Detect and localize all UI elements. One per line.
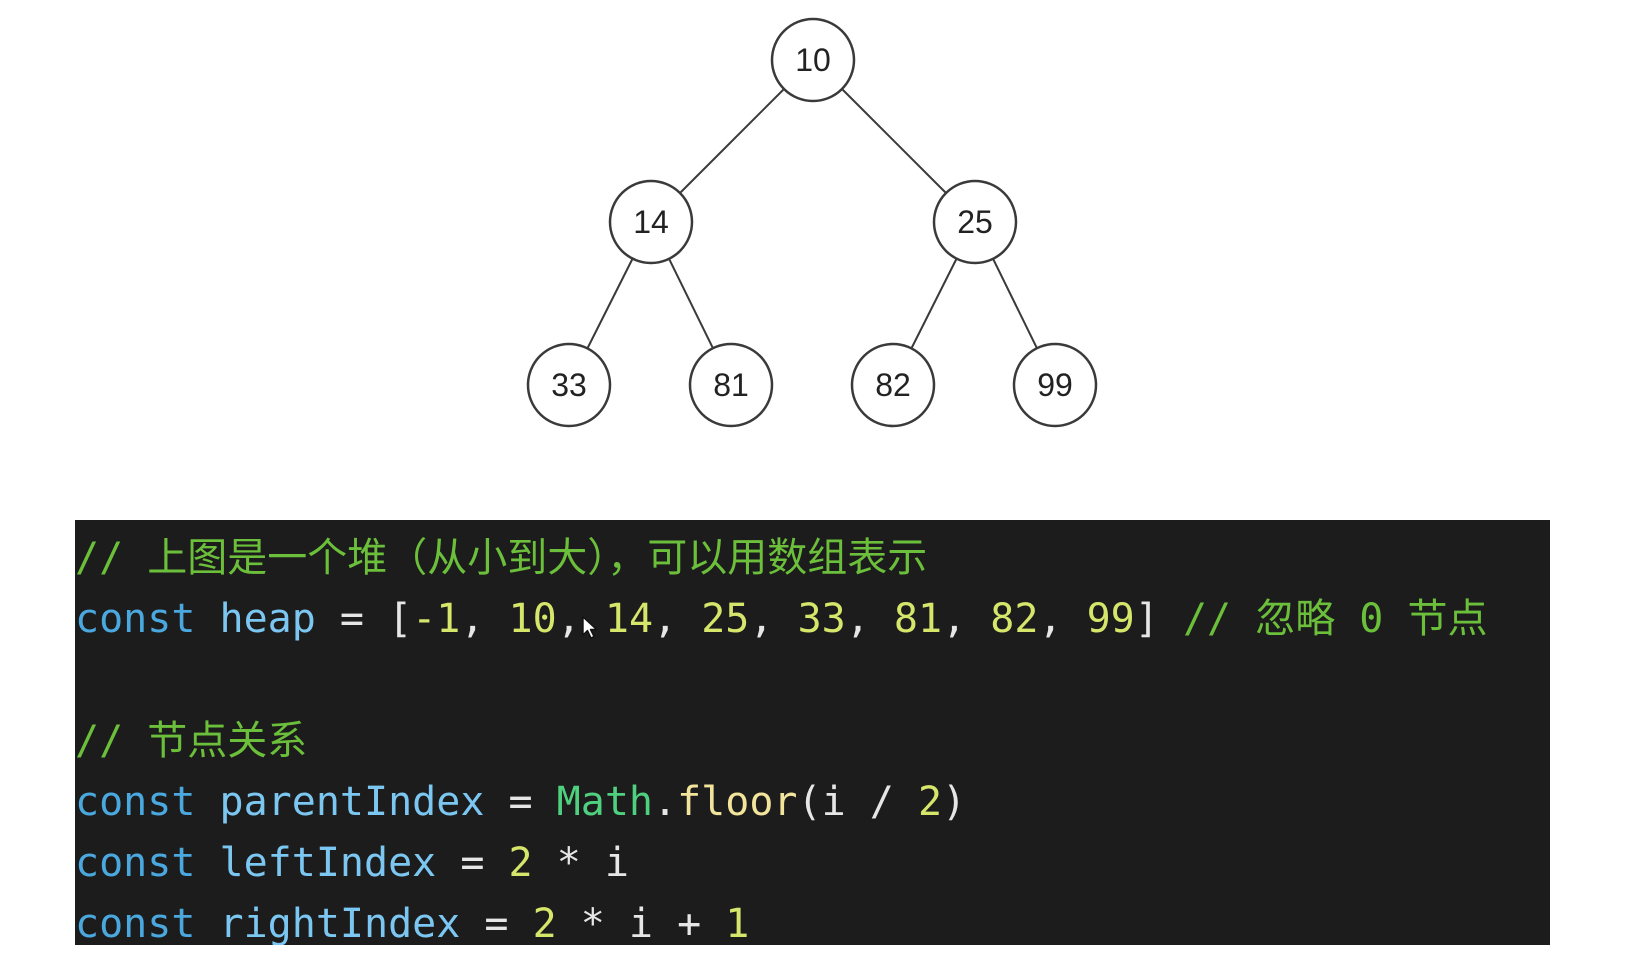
tree-edges	[586, 88, 1038, 349]
code-operator: =	[460, 901, 533, 945]
code-line-right-index: const rightIndex = 2 * i + 1	[75, 894, 1550, 945]
tree-node: 10	[770, 17, 856, 103]
code-number: 2	[532, 901, 557, 945]
code-number: 99	[1086, 596, 1135, 642]
tree-node-label: 99	[1037, 367, 1073, 403]
code-variable-left-index: leftIndex	[219, 840, 437, 886]
tree-node-label: 14	[633, 204, 669, 240]
tree-node: 99	[1012, 342, 1098, 428]
code-separator: ,	[845, 596, 894, 642]
code-number: 81	[893, 596, 943, 642]
code-operator: =	[315, 596, 389, 642]
tree-node-label: 82	[875, 367, 911, 403]
tree-edge	[841, 88, 947, 194]
code-number: 14	[604, 596, 654, 642]
code-line-comment-heap: // 上图是一个堆（从小到大），可以用数组表示	[75, 528, 1550, 589]
tree-edge	[586, 258, 634, 349]
code-number: 1	[725, 901, 750, 945]
tree-node: 14	[608, 179, 694, 265]
mouse-cursor-icon	[582, 616, 598, 639]
tree-node: 25	[932, 179, 1018, 265]
tree-node-label: 10	[795, 42, 831, 78]
code-operator: =	[436, 840, 509, 886]
tree-node-circle	[850, 342, 936, 428]
tree-nodes: 10 14 25 33 81 82 99	[526, 17, 1098, 428]
tree-node-circle	[688, 342, 774, 428]
code-separator: ,	[942, 596, 991, 642]
tree-node-circle	[932, 179, 1018, 265]
code-block: // 上图是一个堆（从小到大），可以用数组表示 const heap = [-1…	[75, 520, 1550, 945]
tree-node-label: 25	[957, 204, 993, 240]
code-separator: ,	[653, 596, 702, 642]
code-keyword: const	[75, 901, 196, 945]
code-comment: // 上图是一个堆（从小到大），可以用数组表示	[75, 535, 928, 581]
code-number: 33	[797, 596, 846, 642]
tree-edge	[679, 88, 785, 194]
code-separator: ,	[1038, 596, 1087, 642]
code-separator: ,	[749, 596, 798, 642]
code-bracket-open: [	[388, 596, 413, 642]
tree-node-label: 33	[551, 367, 587, 403]
code-number: -1	[412, 596, 461, 642]
code-keyword: const	[75, 779, 196, 825]
code-number: 2	[508, 840, 533, 886]
code-comment: // 忽略 0 节点	[1182, 596, 1488, 642]
tree-node-circle	[1012, 342, 1098, 428]
tree-node-circle	[770, 17, 856, 103]
code-keyword: const	[75, 596, 196, 642]
code-function-floor: floor	[677, 779, 798, 825]
code-keyword: const	[75, 840, 196, 886]
code-expression: * i +	[556, 901, 726, 945]
code-builtin-math: Math	[556, 779, 653, 825]
tree-edge	[992, 258, 1038, 349]
tree-edge	[668, 258, 714, 349]
code-number: 2	[917, 779, 943, 825]
code-args: (i /	[797, 779, 918, 825]
code-number: 25	[701, 596, 750, 642]
code-bracket-close: ]	[1134, 596, 1159, 642]
code-variable-right-index: rightIndex	[219, 901, 461, 945]
code-line-heap: const heap = [-1, 10, 14, 25, 33, 81, 82…	[75, 589, 1550, 650]
tree-node-circle	[526, 342, 612, 428]
code-line-blank	[75, 650, 1550, 711]
code-number: 10	[508, 596, 557, 642]
code-line-parent-index: const parentIndex = Math.floor(i / 2)	[75, 772, 1550, 833]
tree-node-circle	[608, 179, 694, 265]
code-expression: * i	[532, 840, 629, 886]
code-line-comment-relations: // 节点关系	[75, 711, 1550, 772]
code-variable-heap: heap	[219, 596, 316, 642]
code-line-left-index: const leftIndex = 2 * i	[75, 833, 1550, 894]
tree-node: 33	[526, 342, 612, 428]
tree-node: 81	[688, 342, 774, 428]
code-number: 82	[990, 596, 1039, 642]
tree-node-label: 81	[713, 367, 749, 403]
code-operator: =	[484, 779, 557, 825]
heap-tree-diagram: 10 14 25 33 81 82 99	[526, 17, 1098, 428]
code-separator: ,	[556, 596, 605, 642]
tree-node: 82	[850, 342, 936, 428]
tree-edge	[910, 258, 958, 349]
code-paren-close: )	[942, 779, 967, 825]
code-comment: // 节点关系	[75, 718, 308, 764]
code-dot: .	[653, 779, 678, 825]
code-variable-parent-index: parentIndex	[219, 779, 485, 825]
code-separator: ,	[460, 596, 509, 642]
